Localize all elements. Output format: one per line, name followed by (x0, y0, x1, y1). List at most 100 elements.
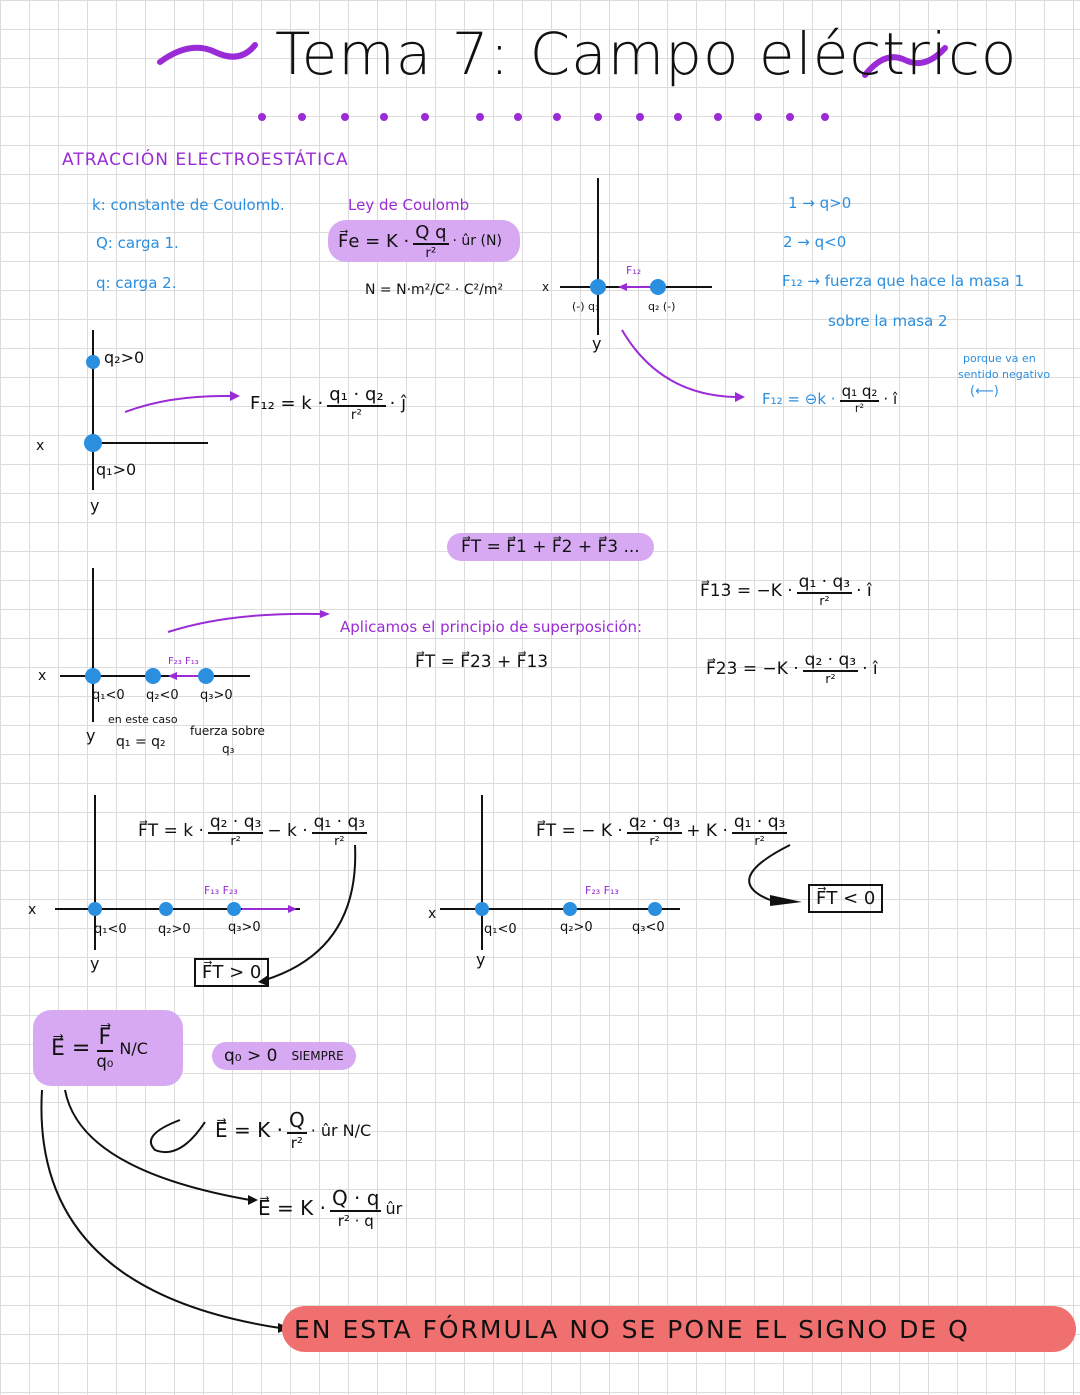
graph5-charge-q1 (475, 902, 489, 916)
f13-left: F⃗13 = −K · (700, 580, 793, 601)
graph4-den2: r² (334, 834, 345, 849)
graph3-forces-label: F₂₃ F₁₃ (168, 656, 199, 667)
graph4-q2-label: q₂>0 (158, 922, 191, 937)
graph1-f-right: · ĵ (389, 393, 407, 414)
definition-k: k: constante de Coulomb. (92, 196, 285, 214)
graph5-charge-q2 (563, 902, 577, 916)
graph2-charge-q2 (650, 279, 666, 295)
graph4-y-label: y (90, 954, 100, 973)
graph5-arrow (748, 844, 791, 901)
graph5-q3-label: q₃<0 (632, 920, 665, 935)
graph5-forces-label: F₂₃ F₁₃ (585, 884, 619, 897)
field2-den: r² · q (337, 1212, 374, 1230)
field-arrow-2 (64, 1089, 251, 1201)
graph1-charge-q2 (86, 355, 100, 369)
graph1-formula: F₁₂ = k · q₁ · q₂ r² · ĵ (250, 384, 406, 423)
graph4-q3-label: q₃>0 (228, 920, 261, 935)
page-title: Tema 7: Campo eléctrico (275, 20, 1018, 88)
superposition-ft: F⃗T = F⃗23 + F⃗13 (415, 652, 549, 672)
f13-formula: F⃗13 = −K · q₁ · q₃ r² · î (700, 572, 872, 609)
graph4-charge-q3 (227, 902, 241, 916)
graph5-formula: F⃗T = − K · q₂ · q₃ r² + K · q₁ · q₃ r² (536, 812, 788, 849)
coulomb-formula-left: F⃗e = K · (338, 230, 410, 252)
graph5-ft-left: F⃗T = − K · (536, 820, 623, 841)
always-label: SIEMPRE (291, 1049, 344, 1063)
coulomb-formula-right: · ûr (N) (452, 233, 502, 249)
f12-right: · î (883, 389, 898, 408)
field1-den: r² (290, 1134, 303, 1152)
graph5-num1: q₂ · q₃ (626, 812, 683, 834)
graph2-arrow (621, 329, 736, 398)
graph4-x-label: x (28, 902, 37, 918)
graph4-formula: F⃗T = k · q₂ · q₃ r² − k · q₁ · q₃ r² (138, 812, 368, 849)
graph5-den1: r² (649, 834, 660, 849)
coulomb-fraction: Q q r² (413, 222, 449, 261)
definition-Q: Q: carga 1. (96, 234, 179, 252)
superposition-label: Aplicamos el principio de superposición: (340, 618, 643, 636)
graph3-equal: q₁ = q₂ (116, 734, 166, 750)
graph3-q2-label: q₂<0 (146, 688, 179, 703)
q0-pill: q₀ > 0 SIEMPRE (212, 1042, 356, 1070)
coulomb-label: Ley de Coulomb (348, 196, 470, 214)
graph2-force-label: F₁₂ (626, 264, 642, 277)
f13-den: r² (819, 594, 830, 609)
field-formula-2: E⃗ = K · Q · q r² · q ûr (258, 1186, 402, 1230)
graph5-result: F⃗T < 0 (808, 884, 884, 913)
title-swirl-right (862, 45, 948, 78)
graph4-arrow (264, 844, 357, 981)
title-swirl-left (157, 42, 258, 65)
f23-left: F⃗23 = −K · (706, 658, 799, 679)
field1-left: E⃗ = K · (215, 1118, 283, 1142)
graph3-charge-q3 (198, 668, 214, 684)
graph4-ft-mid: − k · (267, 820, 308, 841)
field2-num: Q · q (329, 1186, 382, 1212)
graph5-q1-label: q₁<0 (484, 922, 517, 937)
field-def-num: F⃗ (96, 1025, 114, 1052)
graph1-f-num: q₁ · q₂ (327, 384, 386, 407)
graph2-y-label: y (592, 334, 602, 353)
section-heading: ATRACCIÓN ELECTROESTÁTICA (62, 150, 349, 170)
graph2-charge-q1 (590, 279, 606, 295)
f12-fraction: q₁ q₂ r² (839, 382, 880, 415)
field-units: N/C (119, 1038, 148, 1058)
graph4-frac1: q₂ · q₃ r² (207, 812, 264, 849)
f12-num: q₁ q₂ (839, 382, 880, 402)
f12-negative-formula: F₁₂ = ⊖k · q₁ q₂ r² · î (762, 382, 897, 415)
field1-right: · ûr N/C (310, 1120, 372, 1140)
graph1-fraction: q₁ · q₂ r² (327, 384, 386, 423)
f23-formula: F⃗23 = −K · q₂ · q₃ r² · î (706, 650, 878, 687)
f12-left: F₁₂ = ⊖k · (762, 389, 836, 408)
graph1-charge-q1 (84, 434, 102, 452)
graph3-brace: fuerza sobre (190, 724, 265, 738)
field2-right: ûr (385, 1198, 403, 1218)
coulomb-den: r² (425, 244, 437, 261)
f23-den: r² (825, 672, 836, 687)
field-def-den: q₀ (96, 1052, 114, 1071)
superposition-sum: F⃗T = F⃗1 + F⃗2 + F⃗3 ... (447, 533, 654, 561)
field-def-fraction: F⃗ q₀ (96, 1025, 113, 1071)
graph5-num2: q₁ · q₃ (731, 812, 788, 834)
graph3-q3b: q₃ (222, 742, 235, 756)
note-6: sentido negativo (958, 368, 1051, 381)
graph1-q2-label: q₂>0 (104, 348, 145, 367)
note-1: 1 → q>0 (788, 194, 852, 212)
graph4-result: F⃗T > 0 (194, 958, 270, 987)
graph1-arrow (124, 394, 231, 413)
field-definition: E⃗ = F⃗ q₀ N/C (33, 1010, 183, 1086)
graph5-frac1: q₂ · q₃ r² (626, 812, 683, 849)
graph4-num2: q₁ · q₃ (311, 812, 368, 834)
definition-q: q: carga 2. (96, 274, 177, 292)
graph1-f-left: F₁₂ = k · (250, 393, 324, 414)
coulomb-units: N = N·m²/C² · C²/m² (365, 282, 504, 298)
f23-fraction: q₂ · q₃ r² (802, 650, 859, 687)
graph5-charge-q3 (648, 902, 662, 916)
graph4-frac2: q₁ · q₃ r² (311, 812, 368, 849)
q0-label: q₀ > 0 (224, 1046, 278, 1066)
graph3-charge-q2 (145, 668, 161, 684)
graph5-den2: r² (754, 834, 765, 849)
f12-den: r² (854, 402, 865, 415)
f23-right: · î (862, 658, 878, 679)
graph3-q3-label: q₃>0 (200, 688, 233, 703)
graph5-x-label: x (428, 906, 437, 922)
